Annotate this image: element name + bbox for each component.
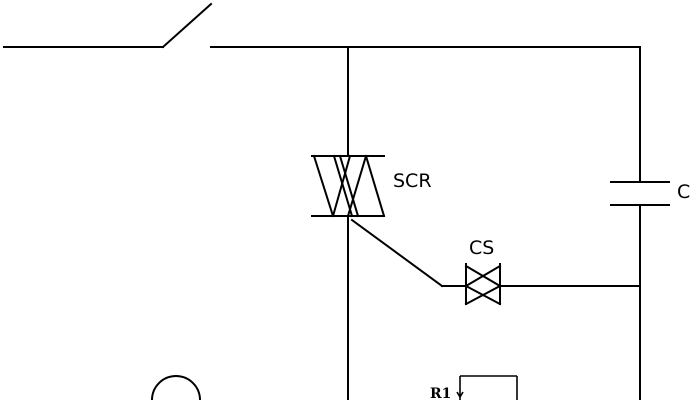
scr-symbol: [311, 154, 386, 218]
scr-label: SCR: [393, 170, 432, 192]
capacitor-symbol: [610, 181, 670, 206]
cs-label: CS: [469, 237, 494, 259]
capacitor-label: C: [677, 181, 690, 203]
cs-symbol: [464, 263, 502, 306]
switch: [3, 2, 213, 49]
resistor-symbol: [456, 375, 518, 400]
switch-blade: [161, 2, 213, 49]
load-circle: [150, 375, 202, 400]
wire-gate: [350, 218, 444, 288]
resistor-label: R1: [430, 386, 451, 400]
